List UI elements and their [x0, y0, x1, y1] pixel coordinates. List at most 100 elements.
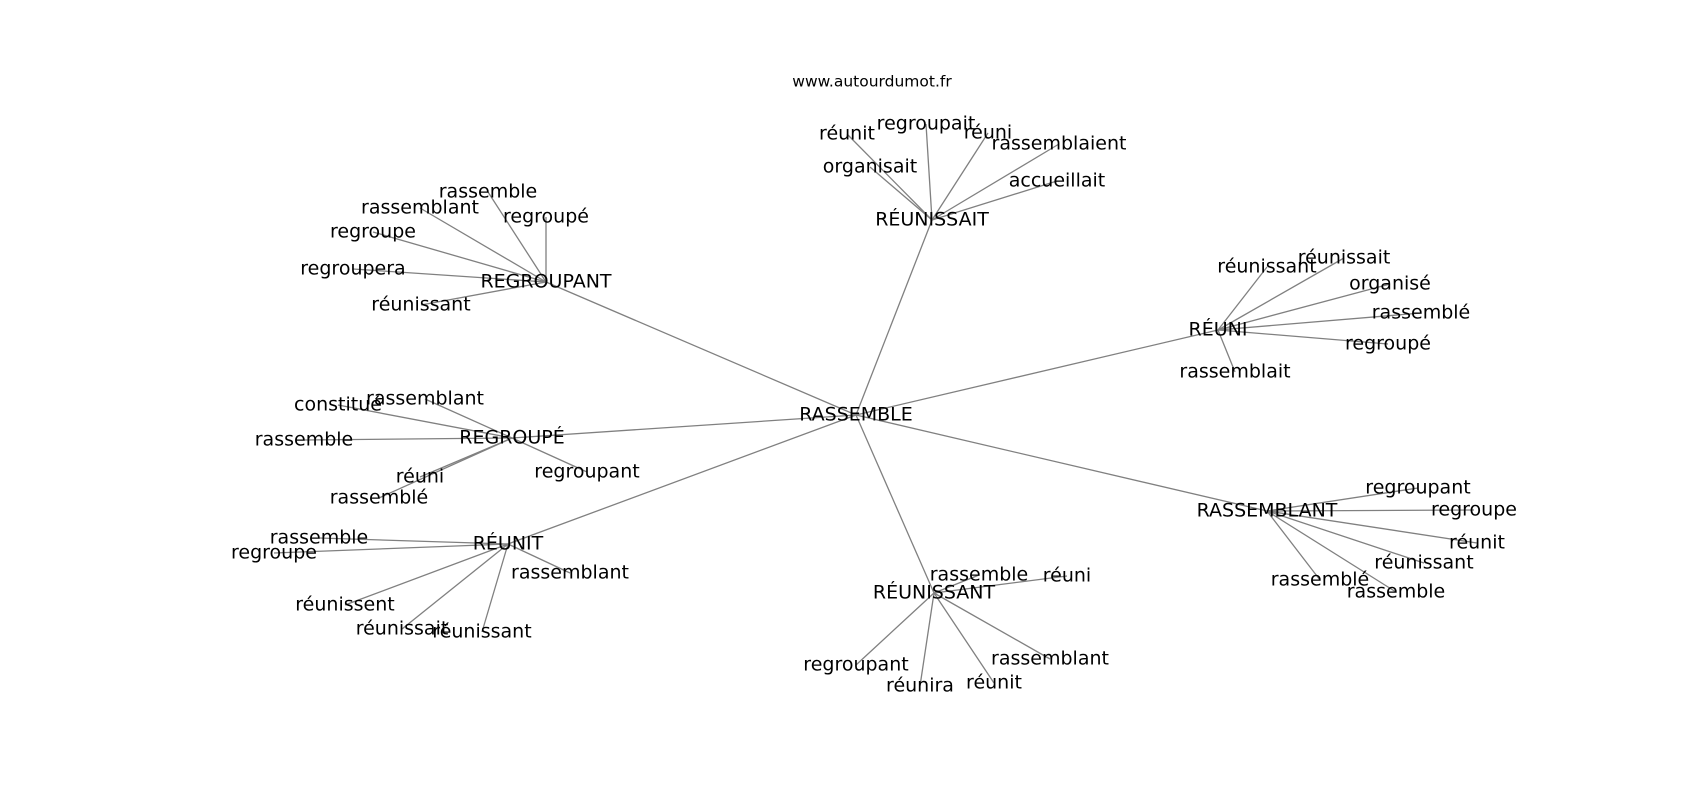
edge-réunissait-to-rassemblaient — [931, 143, 1060, 221]
edge-réunit-to-rassemblant — [507, 543, 571, 574]
edge-réuni-to-réunissant — [1217, 266, 1268, 331]
leaf-word-node[interactable]: réunissent — [295, 594, 394, 616]
leaf-word-node[interactable]: réunissait — [1298, 247, 1391, 269]
edge-réunissant-to-rassemblant — [933, 592, 1051, 660]
edge-center-to-réunissait — [855, 219, 933, 416]
edge-réuni-to-rassemblait — [1217, 329, 1236, 373]
hub-word-node[interactable]: REGROUPÉ — [459, 426, 564, 449]
leaf-word-node[interactable]: rassemble — [270, 527, 368, 549]
edge-réunissait-to-réunit — [846, 133, 933, 221]
edge-regroupé-to-regroupant — [511, 437, 588, 473]
edge-center-to-réunissant — [855, 414, 935, 594]
leaf-word-node[interactable]: regroupera — [300, 258, 405, 280]
leaf-word-node[interactable]: rassemble — [930, 564, 1028, 586]
edge-réunissant-to-rassemble — [933, 574, 980, 594]
edge-réuni-to-organisé — [1217, 283, 1391, 331]
leaf-word-node[interactable]: réunit — [1449, 532, 1505, 554]
edge-réunissant-to-réunit — [933, 592, 995, 684]
edge-réuni-to-réunissait — [1217, 257, 1345, 331]
leaf-word-node[interactable]: accueillait — [1009, 170, 1105, 192]
leaf-word-node[interactable]: rassemblant — [366, 388, 484, 410]
edge-réunissait-to-réuni — [931, 132, 989, 221]
leaf-word-node[interactable]: réunira — [886, 675, 954, 697]
leaf-word-node[interactable]: rassemblant — [361, 197, 479, 219]
leaf-word-node[interactable]: regroupé — [1345, 333, 1431, 355]
edge-réunissant-to-regroupant — [855, 592, 935, 666]
leaf-word-node[interactable]: rassemble — [1347, 581, 1445, 603]
edge-réuni-to-regroupé — [1217, 329, 1389, 345]
leaf-word-node[interactable]: rassemblait — [1179, 361, 1290, 383]
leaf-word-node[interactable]: réunit — [819, 123, 875, 145]
edge-center-to-regroupant — [545, 281, 857, 416]
leaf-word-node[interactable]: organisait — [823, 156, 917, 178]
leaf-word-node[interactable]: rassemblé — [1372, 302, 1470, 324]
leaf-word-node[interactable]: réunissant — [371, 294, 470, 316]
edge-regroupé-to-constitué — [337, 404, 513, 439]
hub-word-node[interactable]: REGROUPANT — [480, 271, 611, 293]
edge-regroupant-to-regroupera — [352, 268, 547, 283]
hub-word-node[interactable]: RASSEMBLANT — [1197, 500, 1338, 522]
edge-réuni-to-rassemblé — [1217, 312, 1422, 331]
leaf-word-node[interactable]: rassemblé — [1271, 569, 1369, 591]
leaf-word-node[interactable]: réuni — [964, 122, 1012, 144]
source-label: www.autourdumot.fr — [792, 73, 952, 91]
leaf-word-node[interactable]: réuni — [396, 466, 444, 488]
leaf-word-node[interactable]: regroupe — [330, 221, 416, 243]
edge-regroupant-to-réunissant — [420, 281, 547, 306]
leaf-word-node[interactable]: rassemble — [255, 429, 353, 451]
leaf-word-node[interactable]: regroupant — [1365, 477, 1470, 499]
edge-réunit-to-réunissent — [344, 543, 509, 606]
edge-réunissait-to-organisait — [869, 166, 933, 221]
leaf-word-node[interactable]: réunissait — [356, 618, 449, 640]
edge-réunit-to-réunissant — [481, 543, 509, 633]
edge-regroupé-to-rassemblé — [378, 437, 513, 499]
edge-rassemblant-to-rassemblé — [1266, 510, 1321, 581]
graph-edges — [273, 123, 1478, 687]
edge-regroupant-to-rassemble — [487, 191, 547, 283]
leaf-word-node[interactable]: regroupe — [1431, 499, 1517, 521]
leaf-word-node[interactable]: regroupant — [534, 461, 639, 483]
leaf-word-node[interactable]: réunissant — [1217, 256, 1316, 278]
edge-regroupé-to-rassemblant — [424, 398, 513, 439]
leaf-word-node[interactable]: organisé — [1349, 273, 1431, 295]
leaf-word-node[interactable]: rassemble — [439, 181, 537, 203]
edge-rassemblant-to-rassemble — [1266, 510, 1397, 593]
leaf-word-node[interactable]: réuni — [1043, 565, 1091, 587]
edge-réunit-to-rassemble — [318, 537, 509, 545]
edge-réunit-to-réunissait — [401, 543, 509, 630]
edge-réunissait-to-accueillait — [931, 180, 1058, 221]
leaf-word-node[interactable]: regroupe — [231, 542, 317, 564]
edge-regroupant-to-rassemblant — [419, 207, 547, 283]
hub-word-node[interactable]: RÉUNI — [1189, 318, 1248, 341]
leaf-word-node[interactable]: regroupait — [877, 113, 976, 135]
edge-rassemblant-to-regroupe — [1266, 509, 1475, 512]
leaf-word-node[interactable]: regroupant — [803, 654, 908, 676]
leaf-word-node[interactable]: regroupé — [503, 206, 589, 228]
edge-center-to-réuni — [855, 329, 1219, 416]
hub-word-node[interactable]: RÉUNISSANT — [873, 581, 996, 604]
leaf-word-node[interactable]: rassemblaient — [992, 133, 1127, 155]
edge-center-to-réunit — [507, 414, 857, 545]
leaf-word-node[interactable]: réunissant — [1374, 552, 1473, 574]
edge-regroupant-to-regroupe — [372, 231, 547, 283]
edge-réunissant-to-réunira — [919, 592, 935, 687]
leaf-word-node[interactable]: réunit — [966, 672, 1022, 694]
edge-center-to-rassemblant — [855, 414, 1268, 512]
leaf-word-node[interactable]: rassemblé — [330, 487, 428, 509]
edge-réunissant-to-réuni — [933, 575, 1068, 594]
edge-regroupé-to-rassemble — [303, 437, 513, 441]
edge-réunissait-to-regroupait — [925, 123, 933, 221]
edge-réunit-to-regroupe — [273, 543, 509, 554]
edge-rassemblant-to-réunissant — [1266, 510, 1425, 564]
leaf-word-node[interactable]: rassemblant — [991, 648, 1109, 670]
center-word-node[interactable]: RASSEMBLE — [799, 404, 913, 426]
edge-rassemblant-to-regroupant — [1266, 487, 1419, 512]
leaf-word-node[interactable]: réunissant — [432, 621, 531, 643]
leaf-word-node[interactable]: constitué — [294, 394, 382, 416]
hub-word-node[interactable]: RÉUNIT — [473, 532, 544, 555]
leaf-word-node[interactable]: rassemblant — [511, 562, 629, 584]
hub-word-node[interactable]: RÉUNISSAIT — [875, 208, 989, 231]
edge-center-to-regroupé — [511, 414, 857, 439]
